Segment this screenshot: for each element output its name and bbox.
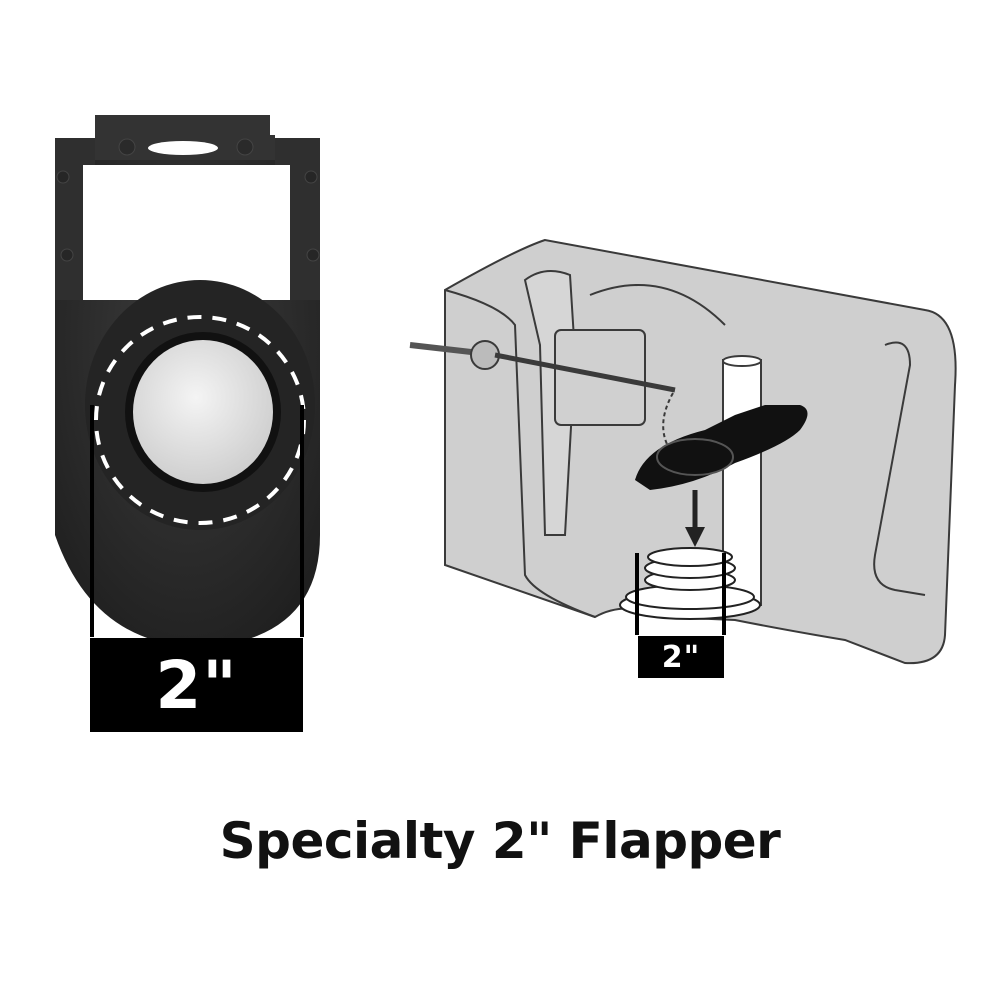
down-arrow-head: [685, 527, 705, 547]
flapper-photo: [55, 115, 320, 648]
handle-nut: [470, 340, 500, 370]
installed-flapper: [635, 405, 808, 490]
flapper-size-label: 2": [90, 638, 303, 732]
flapper-tab-slot: [148, 141, 218, 155]
toilet-tank-diagram: [409, 238, 957, 665]
product-caption: Specialty 2" Flapper: [219, 812, 781, 870]
flush-valve-size-label: 2": [638, 636, 724, 678]
flapper-float-cap: [133, 340, 273, 484]
flush-handle: [409, 342, 481, 356]
trip-lever: [494, 352, 676, 393]
